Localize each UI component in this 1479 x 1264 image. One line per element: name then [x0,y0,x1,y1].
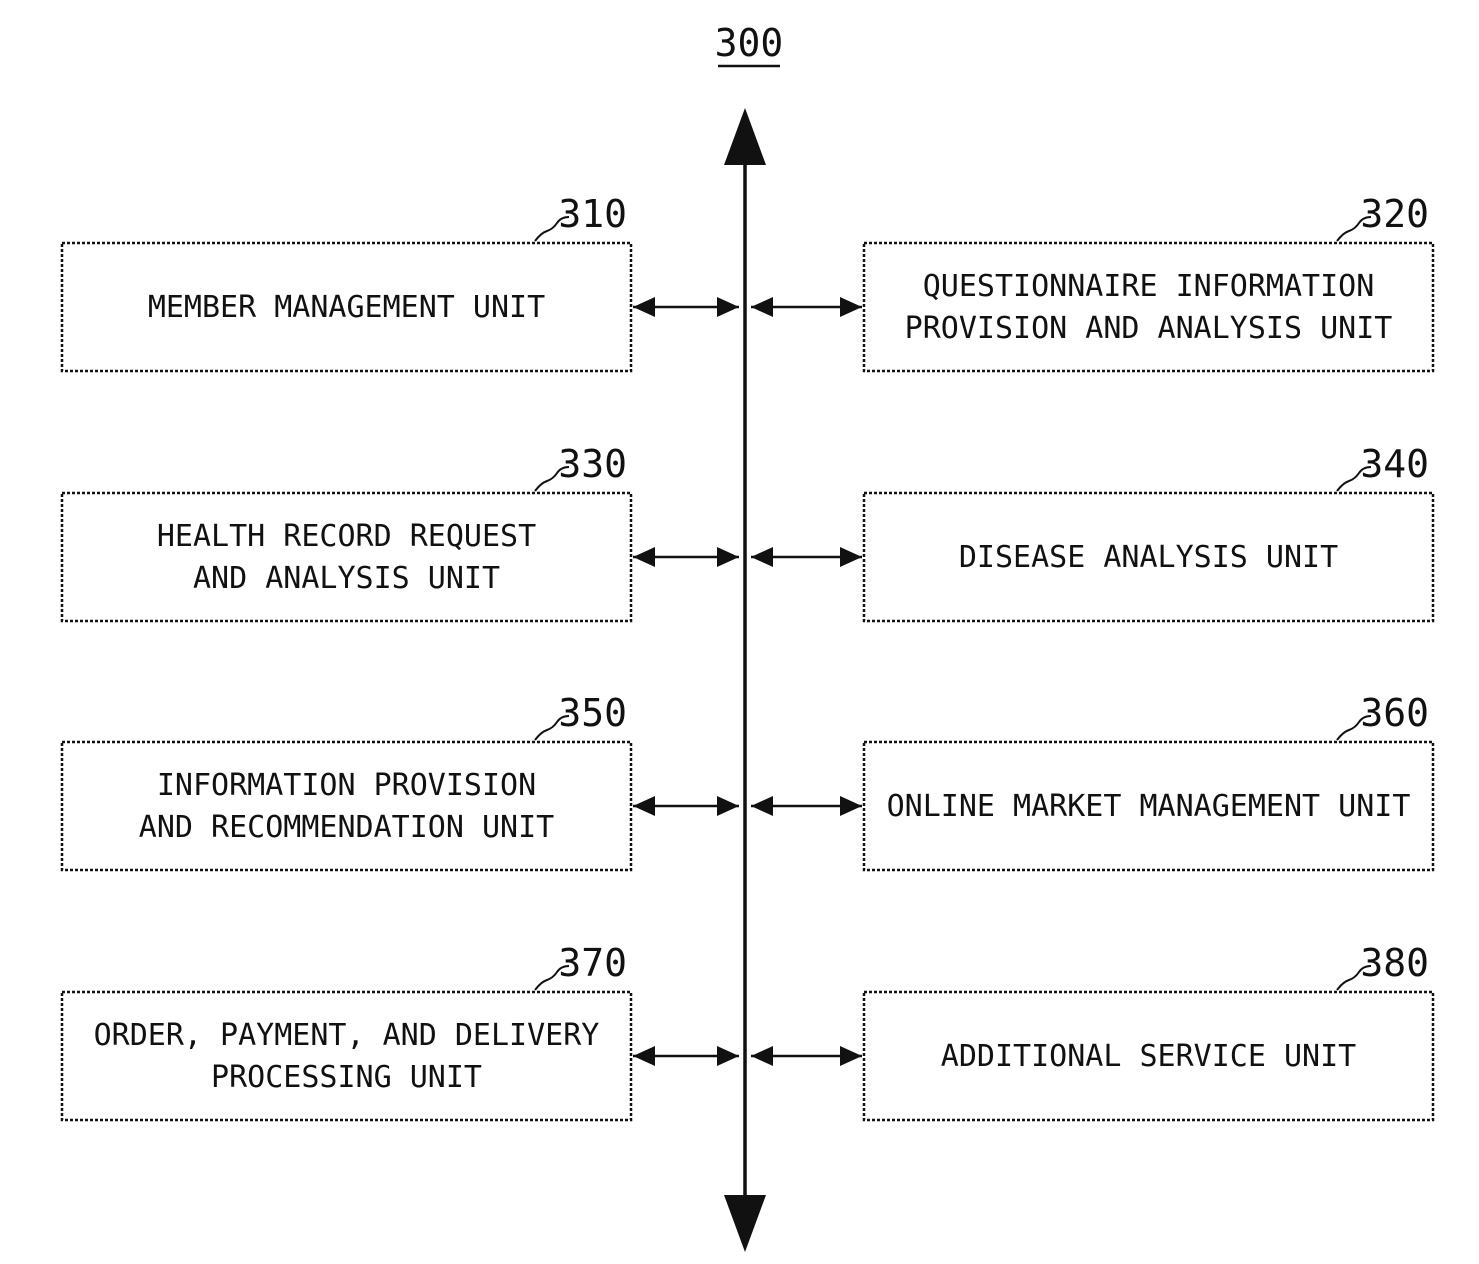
unit-360-connector-arrow-right-icon [840,796,862,816]
unit-360-ref-number: 360 [1360,691,1429,735]
unit-350-box [62,742,631,870]
unit-370-label-line-2: PROCESSING UNIT [211,1060,482,1095]
unit-370-label-line-1: ORDER, PAYMENT, AND DELIVERY [94,1018,600,1053]
unit-360-label-line-1: ONLINE MARKET MANAGEMENT UNIT [887,789,1411,824]
unit-340-label-line-1: DISEASE ANALYSIS UNIT [959,540,1338,575]
unit-350-label-line-1: INFORMATION PROVISION [157,768,536,803]
unit-380-connector-arrow-right-icon [840,1046,862,1066]
unit-340: DISEASE ANALYSIS UNIT 340 [751,442,1433,621]
unit-370-box [62,992,631,1120]
unit-310-ref-number: 310 [558,192,627,236]
unit-380-ref-number: 380 [1360,941,1429,985]
unit-350: INFORMATION PROVISION AND RECOMMENDATION … [62,691,739,870]
unit-320-box [864,243,1433,371]
unit-350-connector-arrow-left-icon [633,796,655,816]
unit-330-connector-arrow-left-icon [633,547,655,567]
units-layer: MEMBER MANAGEMENT UNIT310QUESTIONNAIRE I… [62,192,1433,1120]
unit-350-label-line-2: AND RECOMMENDATION UNIT [139,810,554,845]
unit-350-connector-arrow-right-icon [717,796,739,816]
unit-310: MEMBER MANAGEMENT UNIT 310 [62,192,739,371]
unit-320-label-line-1: QUESTIONNAIRE INFORMATION [923,269,1375,304]
unit-320-ref-number: 320 [1360,192,1429,236]
unit-310-label-line-1: MEMBER MANAGEMENT UNIT [148,290,545,325]
unit-330-connector-arrow-right-icon [717,547,739,567]
unit-370: ORDER, PAYMENT, AND DELIVERY PROCESSING U… [62,941,739,1120]
unit-340-ref-number: 340 [1360,442,1429,486]
unit-340-connector-arrow-left-icon [751,547,773,567]
unit-330-ref-number: 330 [558,442,627,486]
figure-ref-number: 300 [715,21,784,65]
unit-330-label-line-1: HEALTH RECORD REQUEST [157,519,536,554]
unit-360: ONLINE MARKET MANAGEMENT UNIT 360 [751,691,1433,870]
unit-360-connector-arrow-left-icon [751,796,773,816]
unit-370-connector-arrow-right-icon [717,1046,739,1066]
unit-320: QUESTIONNAIRE INFORMATION PROVISION AND A… [751,192,1433,371]
unit-380-connector-arrow-left-icon [751,1046,773,1066]
unit-330-label-line-2: AND ANALYSIS UNIT [193,561,500,596]
unit-380-label-line-1: ADDITIONAL SERVICE UNIT [941,1039,1356,1074]
unit-320-connector-arrow-right-icon [840,297,862,317]
unit-340-connector-arrow-right-icon [840,547,862,567]
unit-310-connector-arrow-left-icon [633,297,655,317]
unit-320-connector-arrow-left-icon [751,297,773,317]
unit-370-ref-number: 370 [558,941,627,985]
unit-330-box [62,493,631,621]
bus-arrow-top-icon [724,108,766,165]
unit-350-ref-number: 350 [558,691,627,735]
unit-370-connector-arrow-left-icon [633,1046,655,1066]
unit-380: ADDITIONAL SERVICE UNIT 380 [751,941,1433,1120]
unit-330: HEALTH RECORD REQUEST AND ANALYSIS UNIT 33… [62,442,739,621]
bus-arrow-bottom-icon [724,1195,766,1252]
central-bus [724,108,766,1252]
unit-310-connector-arrow-right-icon [717,297,739,317]
figure-title: 300 [715,21,784,66]
unit-320-label-line-2: PROVISION AND ANALYSIS UNIT [905,311,1393,346]
